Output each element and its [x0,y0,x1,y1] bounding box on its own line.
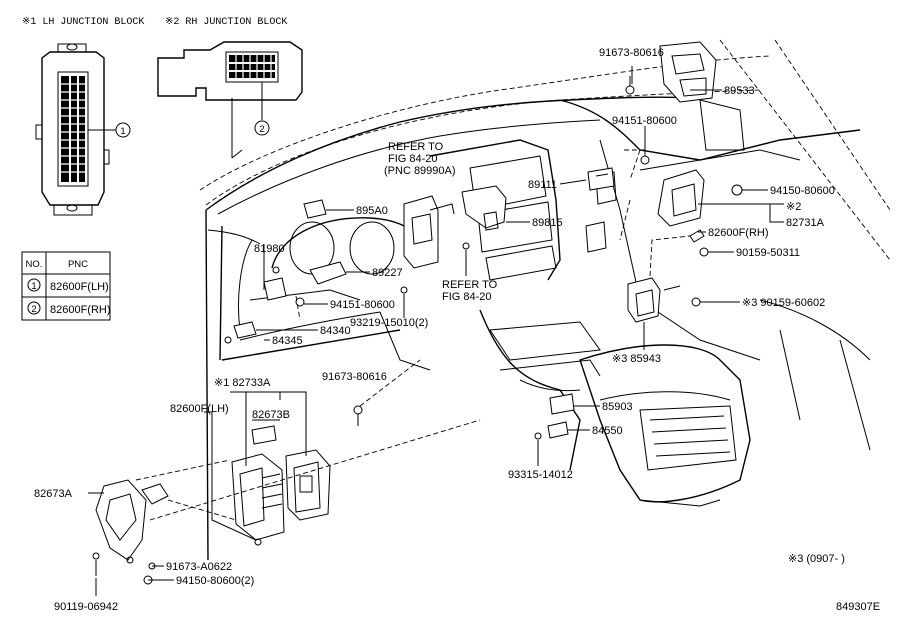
label-85943: ※3 85943 [612,353,661,365]
rh-fuse-rows [229,55,275,78]
callout-2-circle [254,120,270,136]
lh-junction-block-drawing: 1 [35,43,131,216]
label-91673-80616-mid: 91673-80616 [322,371,387,383]
lh-fuse-rows [61,76,85,182]
part-84340-switch [224,321,257,344]
table-header-pnc: PNC [68,259,88,270]
rh-junction-block-drawing: 2 [157,41,303,159]
label-91673-80616-top: 91673-80616 [599,47,664,59]
part-89111-sensor [587,149,650,191]
label-84340: 84340 [320,325,351,337]
label-895A0: 895A0 [356,205,388,217]
callout-1: 1 [120,126,125,137]
pnc-table: NO. PNC 1 82600F(LH) 2 82600F(RH) [21,251,111,321]
label-refer-to-1: REFER TO [388,141,444,153]
label-refer-pnc: (PNC 89990A) [384,165,456,177]
label-84345: 84345 [272,335,303,347]
label-81980: 81980 [254,243,285,255]
label-89227: 89227 [372,267,403,279]
label-82673A: 82673A [34,488,73,500]
label-82733A: ※1 82733A [214,377,271,389]
part-895A0-sensor [303,199,327,219]
label-94151-80600-mid: 94151-80600 [330,299,395,311]
label-x2-mark: ※2 [786,201,801,213]
label-94151-80600-top: 94151-80600 [612,115,677,127]
label-82673B: 82673B [252,409,290,421]
part-89533-bracket [625,41,717,103]
table-row-pnc: 82600F(RH) [50,304,111,316]
part-85903-switch [549,393,575,415]
label-93219-15010: 93219-15010(2) [350,317,428,329]
label-82600F-LH: 82600F(LH) [170,403,229,415]
leader-lines [88,66,784,596]
label-89533: 89533 [724,85,755,97]
label-refer-fig-1: FIG 84-20 [388,153,438,165]
footnote-x3: ※3 (0907- ) [788,553,845,565]
label-90159-50311: 90159-50311 [736,247,800,259]
label-refer-to-2: REFER TO [442,279,498,291]
table-row-pnc: 82600F(LH) [50,281,109,293]
label-84550: 84550 [592,425,623,437]
label-90159-60602: ※3 90159-60602 [742,297,825,309]
part-labels: 91673-80616 89533 94151-80600 REFER TO F… [34,47,880,613]
label-85903: 85903 [602,401,633,413]
label-refer-fig-2: FIG 84-20 [442,291,492,303]
diagram-id: 849307E [836,601,880,613]
label-93315-14012: 93315-14012 [508,469,573,481]
part-81980-relay [263,266,287,301]
part-82673A-bracket [92,479,169,585]
part-82733A-ecu-group [231,405,363,546]
part-89227-sensor [295,261,408,307]
callout-2: 2 [259,124,264,135]
label-91673-A0622: 91673-A0622 [166,561,232,573]
label-82600F-RH: 82600F(RH) [708,227,769,239]
part-85943-module [627,277,701,323]
label-89815: 89815 [532,217,563,229]
rh-junction-block-header: ※2 RH JUNCTION BLOCK [165,17,287,28]
label-89111: 89111 [528,179,557,191]
lh-junction-block-header: ※1 LH JUNCTION BLOCK [22,17,144,28]
label-94150-80600-2: 94150-80600(2) [176,575,254,587]
callout-1-circle [115,122,131,138]
part-airbag-module [403,195,470,269]
label-90119-06942: 90119-06942 [54,601,118,613]
part-84550-switch [534,421,569,440]
dashed-guides [135,149,691,521]
label-94150-80600: 94150-80600 [770,185,835,197]
table-row-no: 2 [31,304,36,315]
table-header-no: NO. [26,259,43,270]
part-82731A-box [657,169,743,257]
label-82731A: 82731A [786,217,825,229]
part-89815-bracket [461,185,507,231]
table-row-no: 1 [31,281,36,292]
